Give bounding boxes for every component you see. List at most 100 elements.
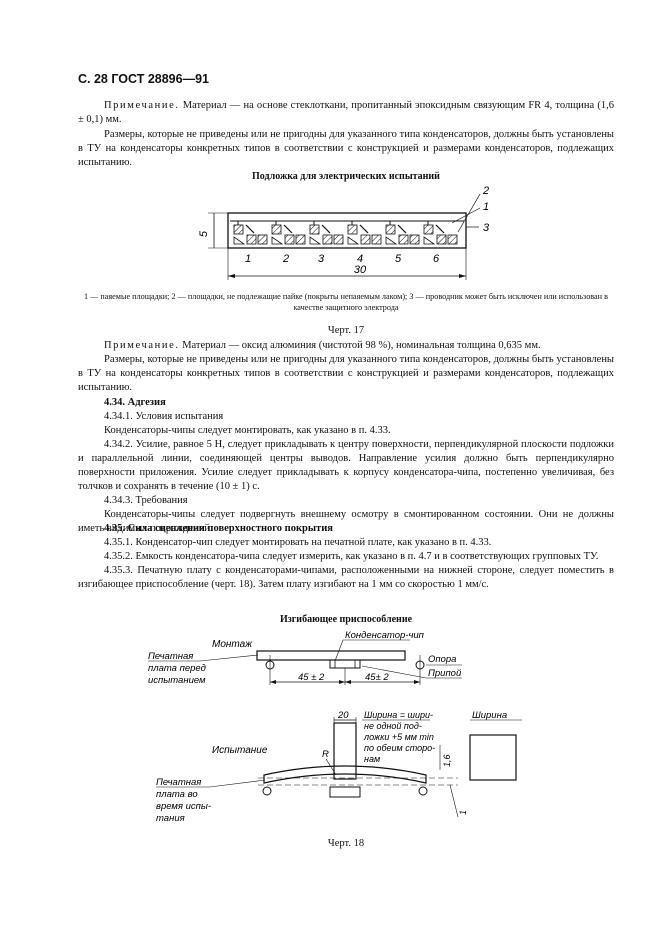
fig17-num-1: 1 bbox=[245, 253, 251, 265]
paragraph: 4.34.2. Усилие, равное 5 Н, следует прик… bbox=[78, 439, 614, 492]
solderable-pad bbox=[423, 224, 434, 235]
dims-paragraph-2: Размеры, которые не приведены или не при… bbox=[78, 354, 614, 393]
paragraph: 4.34.3. Требования bbox=[104, 495, 188, 506]
fig18-diagram: Монтаж Конденсатор-чип 45 ± 2 45± 2 Печа… bbox=[148, 630, 522, 824]
fig18-chip-test bbox=[329, 786, 361, 798]
fig17-dim-height: 5 bbox=[198, 230, 210, 237]
fig18-board-before bbox=[256, 650, 406, 661]
note-text: Материал — оксид алюминия (чистотой 98 %… bbox=[179, 340, 541, 351]
fig18-caption: Черт. 18 bbox=[327, 838, 365, 849]
solderable-pad bbox=[436, 234, 447, 245]
fig18-label-capacitor-chip: Конденсатор-чип bbox=[345, 630, 425, 641]
fig18-label-board-before-1: Печатная bbox=[148, 651, 193, 662]
solderable-pad bbox=[409, 234, 420, 245]
fig18-press-block bbox=[333, 722, 357, 780]
non-solderable-pad bbox=[271, 236, 284, 245]
fig18-dim-1: 1 bbox=[458, 810, 468, 815]
paragraph: 4.35.3. Печатную плату с конденсаторами-… bbox=[78, 565, 614, 590]
fig17-num-2: 2 bbox=[282, 253, 289, 265]
pad-groups bbox=[233, 221, 458, 245]
fig18-width-note-1: Ширина = шири- bbox=[364, 710, 433, 720]
paragraph: 4.35.2. Емкость конденсатора-чипа следуе… bbox=[104, 551, 599, 562]
dims-paragraph-1: Размеры, которые не приведены или не при… bbox=[78, 129, 614, 168]
fig18-width-note-3: ложки +5 мм min bbox=[363, 732, 434, 742]
solderable-pad bbox=[385, 224, 396, 235]
fig18-label-board-during-4: тания bbox=[156, 813, 185, 824]
fig18-label-board-during-3: время испы- bbox=[156, 801, 211, 812]
solderable-pad bbox=[398, 234, 409, 245]
section-4-34: 4.34. Адгезия 4.34.1. Условия испытания … bbox=[78, 396, 614, 536]
section-heading: 4.34. Адгезия bbox=[104, 397, 166, 408]
section-heading: 4.35. Сила сцепления поверхностного покр… bbox=[104, 523, 333, 534]
solderable-pad bbox=[371, 234, 382, 245]
solderable-pad bbox=[246, 234, 257, 245]
fig18-label-board-during-1: Печатная bbox=[156, 777, 201, 788]
paragraph: Конденсаторы-чипы следует подвергнуть вн… bbox=[78, 509, 614, 534]
fig18-label-montazh: Монтаж bbox=[212, 639, 253, 650]
fig17-title: Подложка для электрических испытаний bbox=[252, 171, 440, 182]
fig18-chip-mount bbox=[329, 659, 361, 669]
fig17-callout-1: 1 bbox=[483, 201, 489, 213]
fig18-label-support: Опора bbox=[428, 654, 456, 665]
page-header: С. 28 ГОСТ 28896—91 bbox=[78, 72, 209, 86]
fig18-dim-left: 45 ± 2 bbox=[298, 672, 325, 683]
fig18-title: Изгибающее приспособление bbox=[279, 614, 413, 625]
pad-trace bbox=[435, 224, 445, 234]
pad-trace bbox=[359, 224, 369, 234]
fig18-dim-1-6: 1,6 bbox=[442, 754, 452, 767]
pad-trace bbox=[245, 224, 255, 234]
fig17-dim-width: 30 bbox=[354, 264, 367, 276]
fig18-support-test-right bbox=[418, 786, 428, 796]
fig18-width-note-4: по обеим сторо- bbox=[364, 743, 435, 753]
solderable-pad bbox=[333, 234, 344, 245]
note-material-1: Примечание. Материал — на основе стеклот… bbox=[78, 99, 614, 170]
fig18-width-block bbox=[469, 734, 517, 781]
solderable-pad bbox=[309, 224, 320, 235]
fig18-label-solder: Припой bbox=[428, 668, 462, 679]
note-text: Материал — на основе стеклоткани, пропит… bbox=[78, 100, 614, 125]
fig18-width-note-2: не одной под- bbox=[364, 721, 422, 731]
fig17-legend: 1 — паяемые площадки; 2 — площадки, не п… bbox=[84, 292, 608, 312]
solderable-pad bbox=[360, 234, 371, 245]
fig17-caption: Черт. 17 bbox=[327, 325, 365, 336]
fig18-support-test-left bbox=[262, 786, 272, 796]
note-label: Примечание. bbox=[104, 340, 180, 351]
pad-trace bbox=[321, 224, 331, 234]
fig18-width-note-5: нам bbox=[364, 754, 380, 764]
fig18-board-bent bbox=[263, 765, 427, 784]
section-4-35: 4.35. Сила сцепления поверхностного покр… bbox=[78, 522, 614, 592]
solderable-pad bbox=[295, 234, 306, 245]
fig18-dim-20: 20 bbox=[337, 710, 349, 721]
fig18-dim-right: 45± 2 bbox=[365, 672, 389, 683]
solderable-pad bbox=[347, 224, 358, 235]
fig17-diagram: 5 30 1 2 3 4 5 6 2 1 3 bbox=[198, 185, 490, 280]
non-solderable-pad bbox=[347, 236, 360, 245]
fig17-callout-3: 3 bbox=[483, 222, 490, 234]
substrate-outline bbox=[227, 212, 467, 249]
solderable-pad bbox=[284, 234, 295, 245]
non-solderable-pad bbox=[309, 236, 322, 245]
solderable-pad bbox=[447, 234, 458, 245]
fig18-label-board-before-2: плата перед bbox=[148, 663, 206, 674]
fig17-num-6: 6 bbox=[433, 253, 440, 265]
fig18-label-width: Ширина bbox=[472, 710, 507, 721]
note-label: Примечание. bbox=[104, 100, 180, 111]
solderable-pad bbox=[233, 224, 244, 235]
fig17-callout-2: 2 bbox=[482, 185, 489, 197]
fig17-num-3: 3 bbox=[318, 253, 325, 265]
non-solderable-pad bbox=[233, 236, 246, 245]
fig18-label-test: Испытание bbox=[212, 745, 268, 756]
fig18-label-board-before-3: испытанием bbox=[148, 675, 206, 686]
paragraph: Конденсаторы-чипы следует монтировать, к… bbox=[104, 425, 391, 436]
fig17-num-5: 5 bbox=[395, 253, 402, 265]
fig17-num-4: 4 bbox=[357, 253, 363, 265]
solderable-pad bbox=[322, 234, 333, 245]
fig18-label-board-during-2: плата во bbox=[156, 789, 198, 800]
paragraph: 4.34.1. Условия испытания bbox=[104, 411, 224, 422]
non-solderable-pad bbox=[423, 236, 436, 245]
non-solderable-pad bbox=[385, 236, 398, 245]
pad-trace bbox=[283, 224, 293, 234]
fig18-label-radius: R bbox=[322, 749, 329, 760]
note-material-2: Примечание. Материал — оксид алюминия (ч… bbox=[78, 339, 614, 395]
